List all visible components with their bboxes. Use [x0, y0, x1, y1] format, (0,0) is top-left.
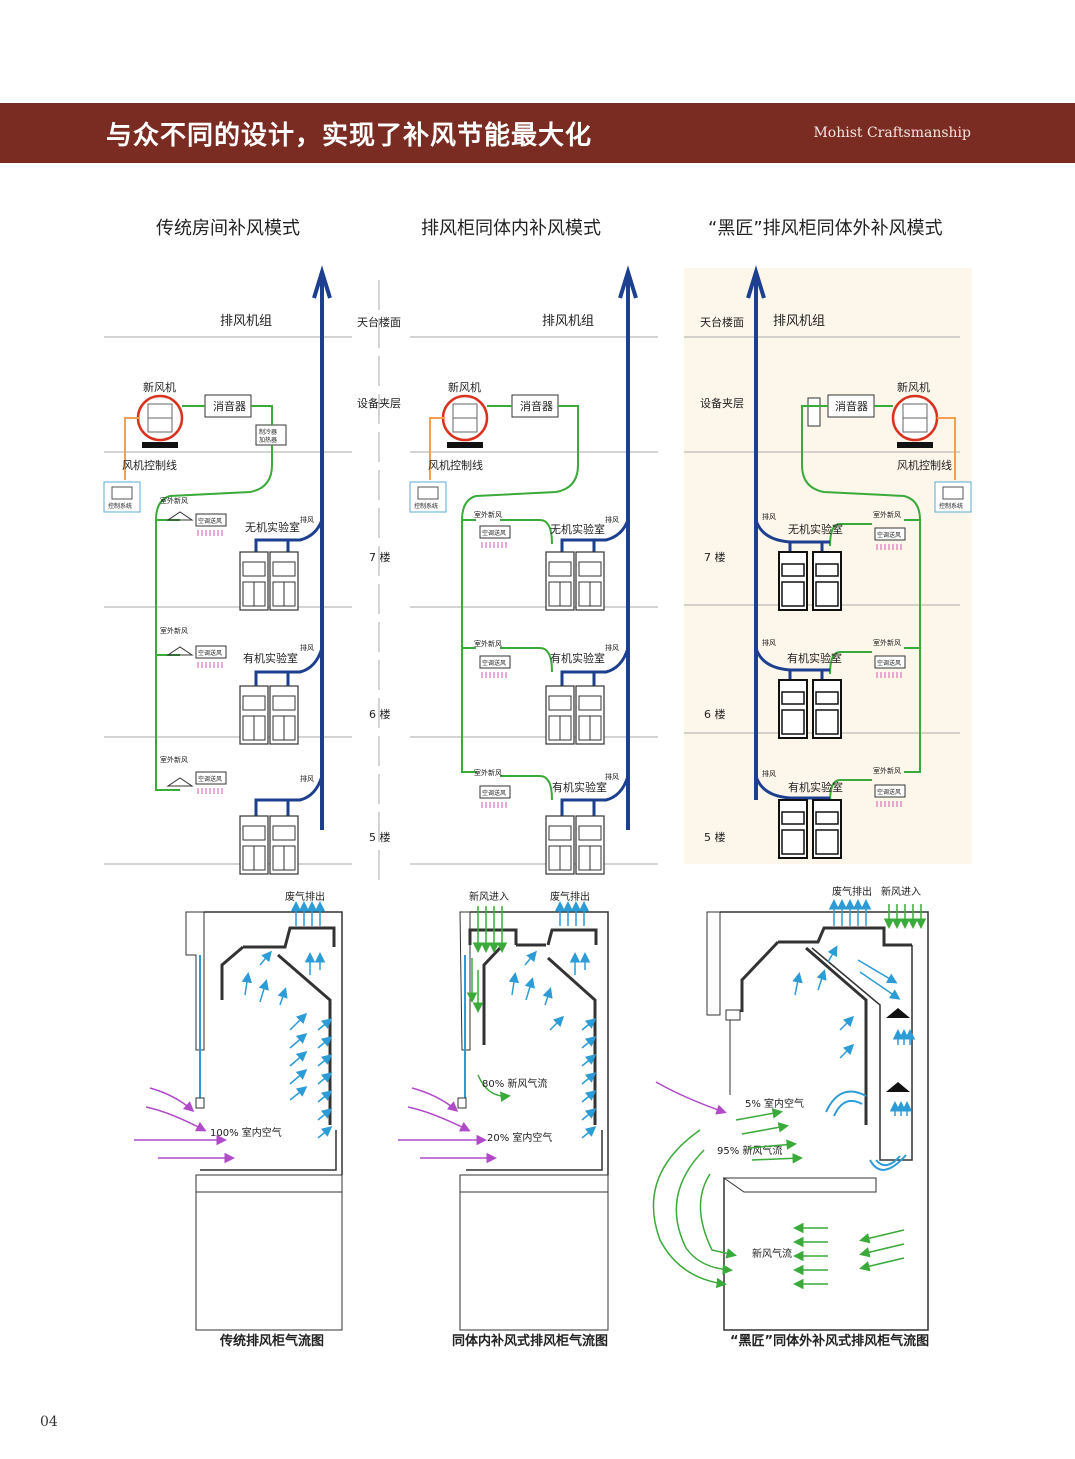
- svg-text:室外新风: 室外新风: [160, 496, 188, 505]
- svg-text:室外新风: 室外新风: [873, 510, 901, 519]
- svg-text:空调送风: 空调送风: [198, 517, 222, 525]
- svg-text:空调送风: 空调送风: [877, 788, 901, 796]
- flow-label-waste-out: 废气排出: [285, 890, 325, 903]
- svg-text:无机实验室: 无机实验室: [550, 522, 605, 536]
- flow-label-indoor-20: 20% 室内空气: [487, 1131, 552, 1144]
- svg-text:风机控制线: 风机控制线: [428, 458, 483, 472]
- floor-label-5-3: 5 楼: [704, 830, 726, 844]
- svg-text:新风机: 新风机: [448, 380, 481, 394]
- silencer-label: 消音器: [213, 399, 246, 413]
- floor-label-7-3: 7 楼: [704, 550, 726, 564]
- svg-text:空调送风: 空调送风: [198, 649, 222, 657]
- exhaust-unit-label: 排风机组: [220, 314, 272, 329]
- caption-external: “黑匠”同体外补风式排风柜气流图: [730, 1334, 930, 1349]
- svg-text:控制系统: 控制系统: [108, 502, 132, 510]
- diagram-traditional: 排风机组 新风机 消音器 制冷器 加热器 风机控制线 控制系统 室外新风 空调送…: [103, 265, 332, 875]
- svg-text:空调送风: 空调送风: [482, 529, 506, 537]
- svg-text:排风: 排风: [762, 769, 776, 778]
- floor-label-mezzanine-3: 设备夹层: [700, 396, 744, 410]
- floor-lines: [104, 280, 960, 880]
- svg-text:有机实验室: 有机实验室: [788, 780, 843, 794]
- fresh-fan-label: 新风机: [143, 380, 176, 394]
- section-title-traditional: 传统房间补风模式: [156, 218, 300, 239]
- svg-text:加热器: 加热器: [259, 436, 277, 444]
- fan-ctrl-line-label: 风机控制线: [122, 458, 177, 472]
- svg-text:消音器: 消音器: [835, 399, 868, 413]
- svg-text:空调送风: 空调送风: [877, 659, 901, 667]
- section-title-external: “黑匠”排风柜同体外补风模式: [708, 218, 943, 239]
- svg-text:排风: 排风: [300, 774, 314, 783]
- svg-text:室外新风: 室外新风: [873, 638, 901, 647]
- svg-text:室外新风: 室外新风: [474, 768, 502, 777]
- flow-label-fresh-95: 95% 新风气流: [717, 1144, 782, 1157]
- svg-text:排风机组: 排风机组: [542, 314, 594, 329]
- svg-text:有机实验室: 有机实验室: [552, 780, 607, 794]
- lab-organic-label: 有机实验室: [243, 651, 298, 665]
- svg-text:无机实验室: 无机实验室: [788, 522, 843, 536]
- header-banner: 与众不同的设计，实现了补风节能最大化 Mohist Craftsmanship: [0, 103, 1075, 163]
- flow-label-waste-out-2: 废气排出: [550, 890, 590, 903]
- floor-label-roof: 天台楼面: [357, 315, 401, 329]
- floor-label-mezzanine: 设备夹层: [357, 396, 401, 410]
- svg-text:排风: 排风: [605, 772, 619, 781]
- caption-traditional: 传统排风柜气流图: [220, 1334, 325, 1349]
- page-number: 04: [40, 1414, 58, 1430]
- svg-text:排风: 排风: [605, 515, 619, 524]
- flow-label-fresh-in-3: 新风进入: [881, 885, 921, 898]
- floor-label-roof-3: 天台楼面: [700, 315, 744, 329]
- svg-text:风机控制线: 风机控制线: [897, 458, 952, 472]
- svg-text:空调送风: 空调送风: [198, 775, 222, 783]
- hood-flow-external: 废气排出 新风进入 5% 室内空气 95% 新风气流: [652, 885, 929, 1331]
- lab-inorganic-label: 无机实验室: [245, 520, 300, 534]
- flow-label-fresh-flow: 新风气流: [752, 1247, 792, 1260]
- svg-text:室外新风: 室外新风: [160, 755, 188, 764]
- svg-text:控制系统: 控制系统: [939, 502, 963, 510]
- floor-label-7: 7 楼: [369, 550, 391, 564]
- hood-flow-traditional: 废气排出 100% 室内空气: [134, 890, 343, 1331]
- svg-text:控制系统: 控制系统: [414, 502, 438, 510]
- diagram-external: 排风机组 新风机 消音器 风机控制线 控制系统 室外新风 空调送风 无机实验室 …: [746, 265, 972, 859]
- page-title: 与众不同的设计，实现了补风节能最大化: [106, 121, 593, 151]
- svg-text:室外新风: 室外新风: [160, 626, 188, 635]
- svg-text:排风: 排风: [605, 643, 619, 652]
- caption-internal: 同体内补风式排风柜气流图: [452, 1334, 609, 1349]
- section-title-internal: 排风柜同体内补风模式: [421, 218, 601, 239]
- svg-text:室外新风: 室外新风: [873, 766, 901, 775]
- svg-text:排风: 排风: [300, 515, 314, 524]
- svg-text:消音器: 消音器: [520, 399, 553, 413]
- flow-label-indoor-5: 5% 室内空气: [745, 1097, 804, 1110]
- flow-label-fresh-80: 80% 新风气流: [482, 1077, 547, 1090]
- svg-text:排风: 排风: [762, 638, 776, 647]
- svg-text:新风机: 新风机: [897, 380, 930, 394]
- svg-text:排风: 排风: [300, 643, 314, 652]
- svg-text:空调送风: 空调送风: [482, 659, 506, 667]
- floor-label-6: 6 楼: [369, 707, 391, 721]
- flow-label-fresh-in-2: 新风进入: [469, 890, 509, 903]
- flow-label-waste-out-3: 废气排出: [832, 885, 872, 898]
- diagram-internal: 排风机组 新风机 消音器 风机控制线 控制系统 室外新风 空调送风 无机实验室 …: [409, 265, 638, 875]
- svg-text:空调送风: 空调送风: [877, 531, 901, 539]
- brand-name: Mohist Craftsmanship: [813, 125, 971, 141]
- svg-text:室外新风: 室外新风: [474, 510, 502, 519]
- flow-label-indoor-100: 100% 室内空气: [210, 1126, 282, 1139]
- svg-text:空调送风: 空调送风: [482, 789, 506, 797]
- svg-text:排风: 排风: [762, 512, 776, 521]
- floor-label-5: 5 楼: [369, 830, 391, 844]
- floor-label-6-3: 6 楼: [704, 707, 726, 721]
- svg-text:有机实验室: 有机实验室: [787, 651, 842, 665]
- hood-flow-internal: 新风进入 废气排出 80% 新风气流 20% 室内空气: [398, 890, 609, 1331]
- svg-text:排风机组: 排风机组: [773, 314, 825, 329]
- svg-text:制冷器: 制冷器: [259, 428, 277, 436]
- svg-text:室外新风: 室外新风: [474, 639, 502, 648]
- svg-text:有机实验室: 有机实验室: [550, 651, 605, 665]
